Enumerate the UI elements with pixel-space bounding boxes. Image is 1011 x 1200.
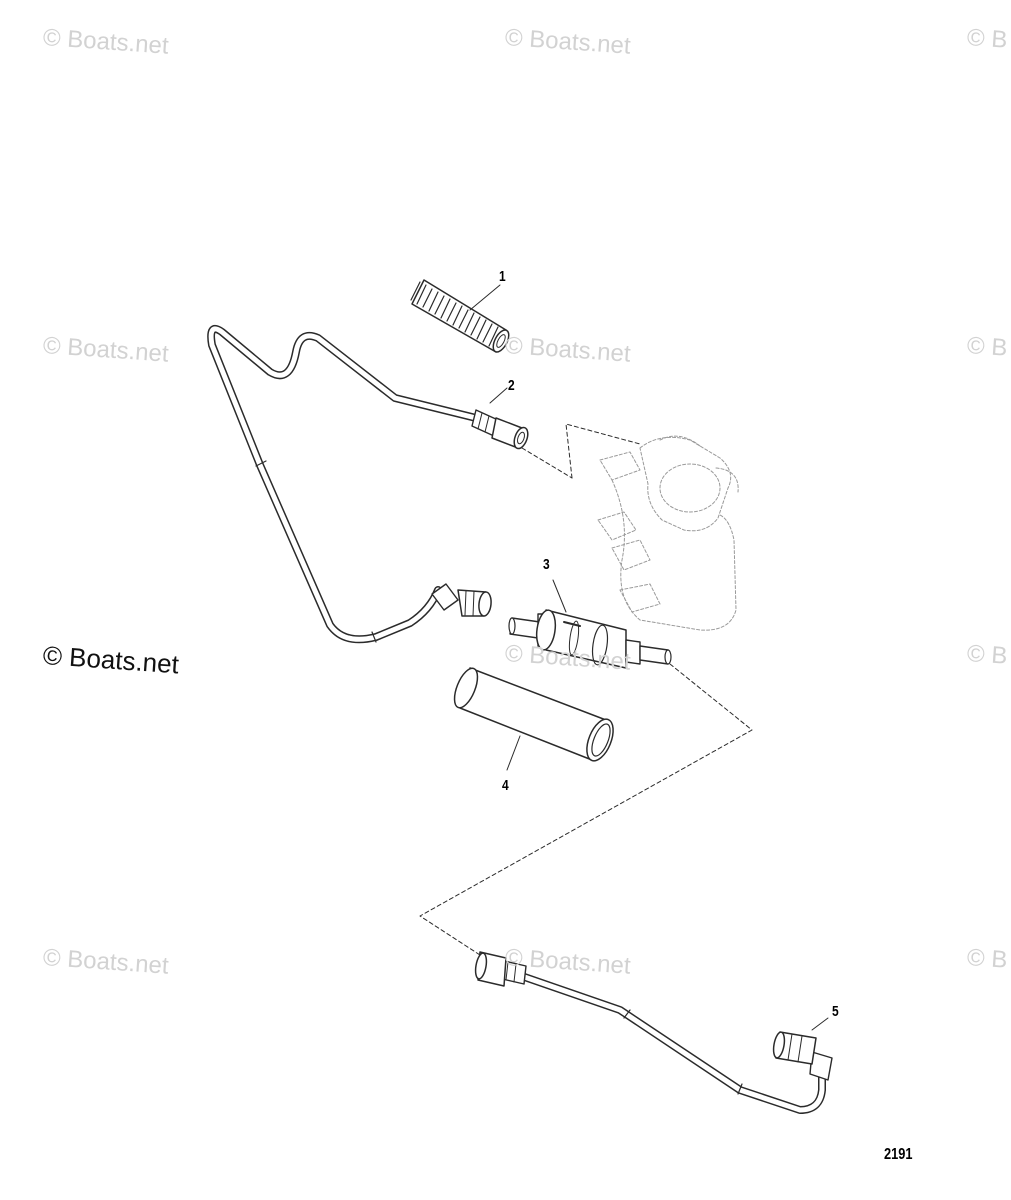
part-1-corrugated-sleeve xyxy=(410,279,510,353)
part-3-fuel-filter xyxy=(508,579,672,669)
part-4-protective-sleeve xyxy=(453,667,614,771)
engine-phantom-outline xyxy=(597,435,739,631)
callout-2: 2 xyxy=(508,377,515,394)
callout-4: 4 xyxy=(502,777,509,794)
diagram-id: 2191 xyxy=(884,1146,913,1163)
watermark: © B xyxy=(966,944,1009,974)
watermark: © B xyxy=(966,640,1009,670)
part-2-fuel-line xyxy=(207,325,529,644)
watermark: © B xyxy=(966,332,1009,362)
part-5-fuel-line xyxy=(474,951,833,1114)
callout-3: 3 xyxy=(543,556,550,573)
callout-1: 1 xyxy=(499,268,506,285)
assembly-dashed-lines xyxy=(419,423,753,956)
callout-5: 5 xyxy=(832,1003,839,1020)
watermark: © B xyxy=(966,24,1009,54)
